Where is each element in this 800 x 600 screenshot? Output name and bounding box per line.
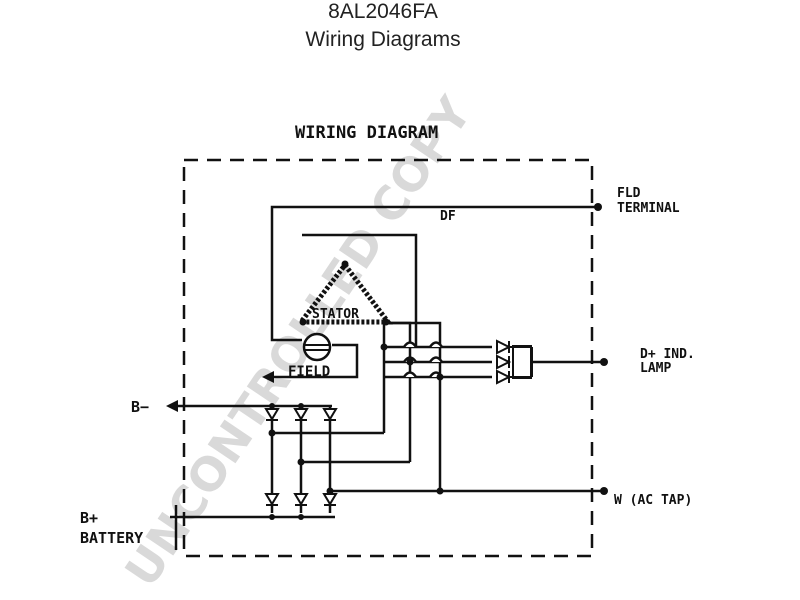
diode-trio-2-icon: [496, 354, 512, 370]
bplus-label-2: BATTERY: [80, 529, 143, 547]
fld-terminal-label-1: FLD: [617, 186, 641, 201]
page-subtitle: Wiring Diagrams: [305, 28, 461, 51]
dplus-terminal-dot: [600, 358, 608, 366]
field-coil-icon: [302, 332, 332, 362]
pos-diode-2-icon: [293, 493, 309, 506]
junction-dot: [298, 514, 304, 520]
alternator-outline: [182, 158, 594, 558]
part-number-title: 8AL2046FA: [328, 0, 438, 23]
junction-dot: [436, 373, 444, 381]
field-label: FIELD: [288, 364, 330, 380]
crossover-row-1: [402, 341, 444, 348]
diode-trio-1-icon: [496, 339, 512, 355]
stator-node-left: [299, 318, 307, 326]
stator-label: STATOR: [312, 307, 359, 322]
dplus-label-2: LAMP: [640, 361, 671, 376]
field-coil-lines: [304, 344, 330, 351]
junction-dot: [268, 429, 276, 437]
neg-diode-2-icon: [293, 408, 309, 421]
field-ground-arrow-icon: [262, 371, 274, 383]
bminus-arrow-icon: [166, 400, 178, 412]
fld-terminal-label-2: TERMINAL: [617, 201, 680, 216]
bplus-label-1: B+: [80, 509, 98, 527]
pos-diode-3-icon: [322, 493, 338, 506]
stator-node-top: [341, 260, 349, 268]
diode-trio-box: [512, 345, 532, 379]
field-wire: [270, 343, 359, 379]
stator-node-right: [382, 318, 390, 326]
diagram-heading: WIRING DIAGRAM: [295, 123, 438, 143]
junction-dots: [268, 203, 608, 520]
inner-loop-wire: [302, 233, 418, 347]
junction-dot: [436, 487, 444, 495]
w-terminal-dot: [600, 487, 608, 495]
negative-diodes: [264, 408, 338, 421]
positive-diodes: [264, 493, 338, 506]
bminus-label: B−: [131, 398, 149, 416]
wires: [170, 205, 604, 550]
junction-dot: [269, 514, 275, 520]
junction-dot: [297, 458, 305, 466]
diode-trio-3-icon: [496, 369, 512, 385]
junction-dot: [380, 343, 388, 351]
junction-dot: [326, 487, 334, 495]
diode-trio: [496, 339, 533, 385]
junction-dot: [298, 403, 304, 409]
df-wire: [270, 205, 598, 342]
crossover-humps: [402, 341, 444, 378]
stator-winding-icon: [295, 260, 394, 325]
fld-terminal-dot: [594, 203, 602, 211]
watermark-text: UNCONTROLLED COPY: [114, 87, 482, 596]
w-ac-tap-label: W (AC TAP): [614, 493, 692, 508]
phase-bus-b: [384, 321, 412, 462]
junction-dot: [269, 403, 275, 409]
neg-diode-3-icon: [322, 408, 338, 421]
dplus-label-1: D+ IND.: [640, 347, 695, 362]
crossover-row-2: [402, 356, 444, 363]
pos-diode-1-icon: [264, 493, 280, 506]
junction-dot: [406, 358, 414, 366]
df-label: DF: [440, 209, 456, 224]
